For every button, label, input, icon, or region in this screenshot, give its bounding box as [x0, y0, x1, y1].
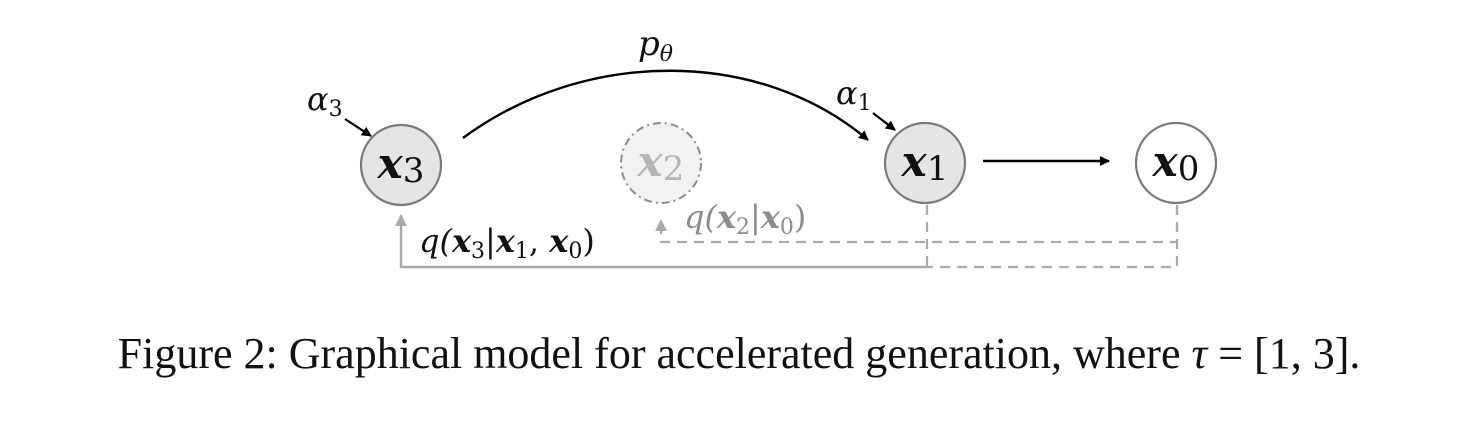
node-x3 [359, 123, 443, 207]
p-theta-label: pθ [638, 24, 673, 67]
caption-suffix: = [1, 3]. [1207, 329, 1361, 378]
node-x1-label: x1 [901, 137, 949, 189]
q-x3-label: q(x3|x1, x0) [419, 222, 595, 264]
node-x0-label: x0 [1152, 137, 1200, 189]
dashed-edge-x0-to-x3 [927, 205, 1179, 269]
node-x2-label: x2 [637, 137, 685, 189]
caption-prefix: Figure 2: Graphical model for accelerate… [117, 329, 1192, 378]
dashed-edge-x0-to-x2 [655, 205, 1179, 244]
node-x1 [883, 121, 967, 205]
edge-p-theta [462, 69, 869, 141]
node-x0 [1134, 121, 1218, 205]
node-x3-label: x3 [377, 139, 425, 191]
caption-tau: τ [1191, 329, 1208, 378]
node-x2 [620, 122, 702, 204]
alpha1-arrow [872, 112, 896, 131]
alpha1-label: α1 [836, 74, 872, 116]
figure-caption: Figure 2: Graphical model for accelerate… [0, 328, 1478, 379]
alpha3-arrow [344, 118, 372, 137]
q-x2-label: q(x2|x0) [684, 198, 806, 240]
alpha3-label: α3 [307, 80, 343, 122]
edge-q-to-x3 [395, 214, 927, 269]
